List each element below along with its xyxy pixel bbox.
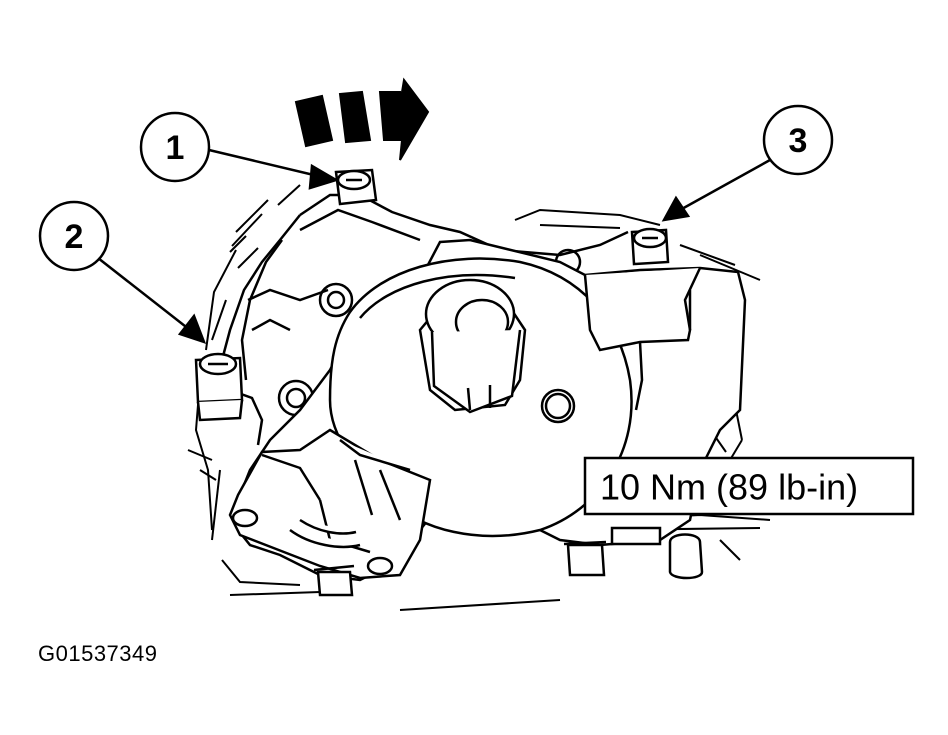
callout-3-label: 3 <box>789 122 808 160</box>
bolt-2 <box>194 352 244 422</box>
bolt-1 <box>334 168 378 206</box>
lower-bolts <box>313 526 704 597</box>
oil-pump-outlet <box>424 278 576 424</box>
tightening-direction-arrow <box>294 77 430 161</box>
callout-1: 1 <box>139 111 211 183</box>
bolt-3 <box>630 227 670 266</box>
torque-spec-box: 10 Nm (89 lb-in) <box>583 456 915 516</box>
callout-2: 2 <box>38 200 110 272</box>
callout-2-label: 2 <box>65 218 84 256</box>
torque-spec-label: 10 Nm (89 lb-in) <box>600 467 858 508</box>
callout-3: 3 <box>762 104 834 176</box>
oil-pump-flange <box>228 428 432 580</box>
callout-leaders <box>97 148 771 345</box>
figure-id: G01537349 <box>38 641 158 666</box>
callout-1-label: 1 <box>166 129 185 167</box>
